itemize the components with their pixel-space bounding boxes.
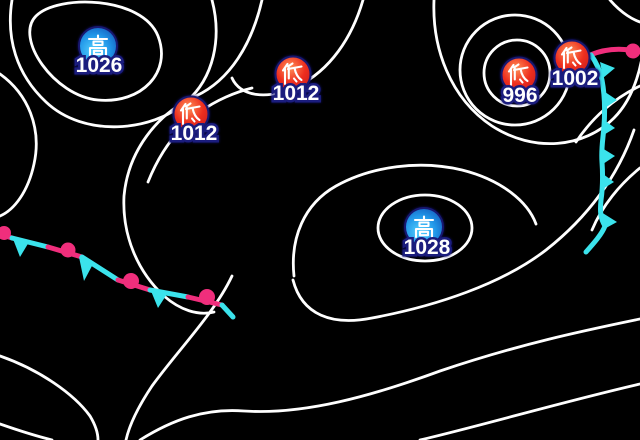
isobar-line [418, 382, 640, 440]
isobar-line [122, 0, 264, 315]
isobar-ring-996-inner [482, 38, 552, 108]
cold-front-triangle [79, 257, 93, 281]
pressure-value-label: 996 [502, 84, 537, 107]
low-symbol-glyph [179, 102, 201, 126]
low-pressure-marker-1012-left: 1012 [168, 95, 220, 148]
stationary-front [0, 226, 236, 320]
isobar-line [124, 274, 234, 440]
isobar-line [608, 0, 640, 24]
isobar-ring-1028-inner [376, 193, 474, 263]
isobar-line [590, 166, 640, 232]
isobar-line [28, 0, 163, 102]
warm-front-bump [199, 289, 215, 305]
cold-front-triangle [601, 174, 614, 190]
cold-front-triangle [601, 212, 617, 228]
low-symbol-glyph [560, 46, 582, 70]
cold-front-segment [219, 302, 236, 320]
warm-front-bump [123, 273, 139, 289]
low-pressure-marker-1012-mid: 1012 [270, 55, 322, 108]
low-symbol-glyph [507, 63, 529, 87]
cold-front-segment [9, 235, 51, 250]
isobar-line [8, 0, 218, 129]
warm-front-segment [587, 46, 633, 58]
high-pressure-marker-1028: 1028 [401, 207, 453, 262]
warm-front-bump [0, 226, 11, 240]
cold-front-segment [583, 52, 608, 255]
warm-front-stub [587, 43, 640, 59]
isobar-line [138, 317, 640, 440]
isobar-line [291, 163, 538, 278]
low-pressure-marker-1002: 1002 [549, 39, 601, 93]
isobar-line [291, 128, 636, 322]
low-symbol-glyph [281, 62, 303, 86]
pressure-value-label: 1012 [273, 82, 320, 105]
cold-front [583, 52, 617, 255]
cold-front-triangle [600, 62, 615, 78]
cold-front-triangle [602, 148, 615, 164]
pressure-value-label: 1028 [404, 236, 451, 259]
isobar-line [0, 354, 100, 440]
high-symbol-glyph [87, 34, 109, 58]
high-symbol-glyph [413, 215, 435, 239]
warm-front-bump [625, 43, 640, 59]
cold-front-segment [79, 254, 121, 283]
high-pressure-marker-1026: 1026 [73, 26, 125, 80]
isobar-line [432, 0, 640, 145]
pressure-value-label: 1012 [171, 122, 218, 145]
cold-front-triangle [605, 92, 617, 108]
pressure-value-label: 1026 [76, 54, 123, 77]
pressure-value-label: 1002 [552, 67, 599, 90]
warm-front-bump [60, 242, 76, 258]
cold-front-segment [147, 287, 191, 300]
cold-front-triangle [13, 239, 29, 257]
low-pressure-marker-996: 996 [500, 56, 540, 110]
cold-front-triangle [151, 291, 167, 308]
isobar-line [0, 72, 38, 218]
isobar-line [0, 422, 54, 440]
cold-front-triangle [602, 120, 615, 136]
